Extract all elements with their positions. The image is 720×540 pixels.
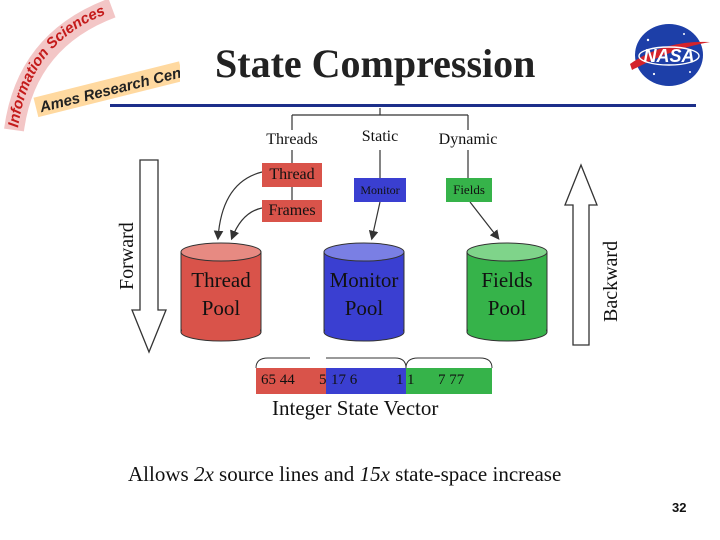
thread-pool-cylinder — [180, 242, 262, 342]
nasa-text: NASA — [643, 46, 694, 66]
fields-pool-label: Fields Pool — [481, 268, 533, 320]
vector-fields-segment — [406, 368, 492, 394]
forward-arrow — [131, 159, 167, 354]
node-thread: Thread — [262, 163, 322, 187]
forward-label: Forward — [116, 222, 138, 290]
vector-braces — [255, 357, 493, 369]
footnote: Allows 2x source lines and 15x state-spa… — [128, 462, 562, 486]
vector-value: 1 — [407, 372, 415, 388]
slide-number: 32 — [672, 500, 687, 515]
backward-label: Backward — [600, 240, 622, 322]
vector-monitor-segment — [326, 368, 406, 394]
vector-caption: Integer State Vector — [272, 396, 439, 420]
backward-arrow — [564, 163, 598, 346]
node-frames: Frames — [262, 200, 322, 222]
vector-value: 5 — [319, 372, 327, 388]
vector-value: 17 6 — [331, 372, 358, 388]
vector-thread-segment — [256, 368, 326, 394]
thread-pool-label: Thread Pool — [191, 268, 251, 320]
node-fields: Fields — [446, 178, 492, 202]
node-static: Static — [361, 128, 399, 145]
fields-pool-cylinder — [466, 242, 548, 342]
node-threads: Threads — [266, 131, 318, 148]
ames-logo: Information Sciences & Technology Ames R… — [0, 0, 180, 132]
monitor-pool-label: Monitor Pool — [329, 268, 399, 320]
node-monitor: Monitor — [354, 178, 406, 202]
pool-arrows — [213, 171, 500, 241]
slide-title: State Compression — [215, 41, 536, 86]
nasa-logo: NASA — [630, 24, 710, 86]
monitor-pool-cylinder — [323, 242, 405, 342]
node-dynamic: Dynamic — [438, 131, 498, 148]
vector-value: 1 — [396, 372, 404, 388]
vector-value: 7 77 — [438, 372, 465, 388]
title-rule — [110, 104, 696, 107]
vector-value: 65 44 — [261, 372, 295, 388]
tree-connectors — [291, 108, 469, 200]
